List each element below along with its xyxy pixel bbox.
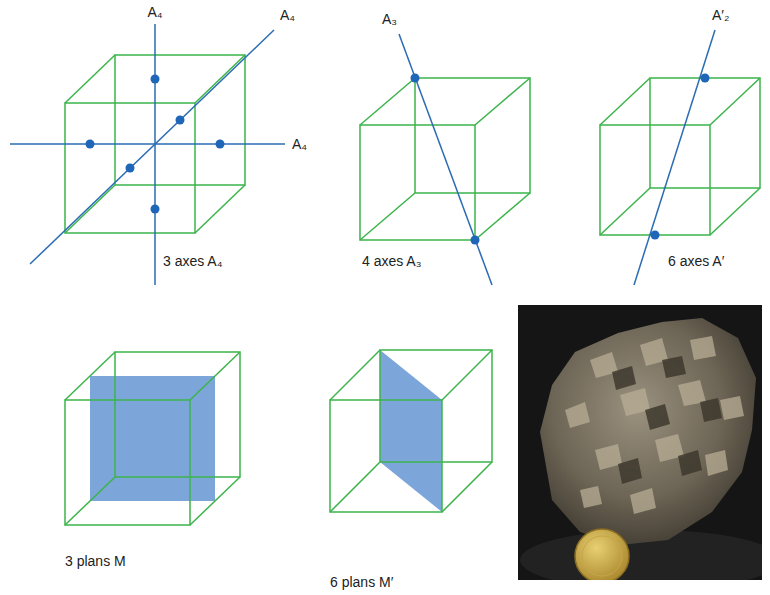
mirror-plane-m-prime [380,350,442,512]
pyrite-photo [518,305,762,580]
axis-a2 [634,30,715,285]
axis-point [651,74,710,240]
axis-a3 [399,34,492,285]
axis-label: A₃ [382,10,397,28]
axis-point [411,74,480,245]
cube-plane-m-prime [330,350,492,512]
figure-caption: 6 axes A′ [668,252,724,270]
figure-caption: 4 axes A₃ [362,252,421,270]
figure-caption: 3 axes A₄ [163,252,222,270]
axis-label: A₄ [292,135,307,153]
figure-caption: 6 plans M′ [330,573,393,591]
axis-label: A₄ [147,3,162,21]
cube-plane-m [65,352,240,525]
cube-a2 [600,78,760,235]
figure-caption: 3 plans M [65,552,126,570]
axis-label: A₄ [280,6,295,24]
axis-a4 [10,24,285,285]
axis-label: A′₂ [712,6,729,24]
axis-point [86,75,225,214]
